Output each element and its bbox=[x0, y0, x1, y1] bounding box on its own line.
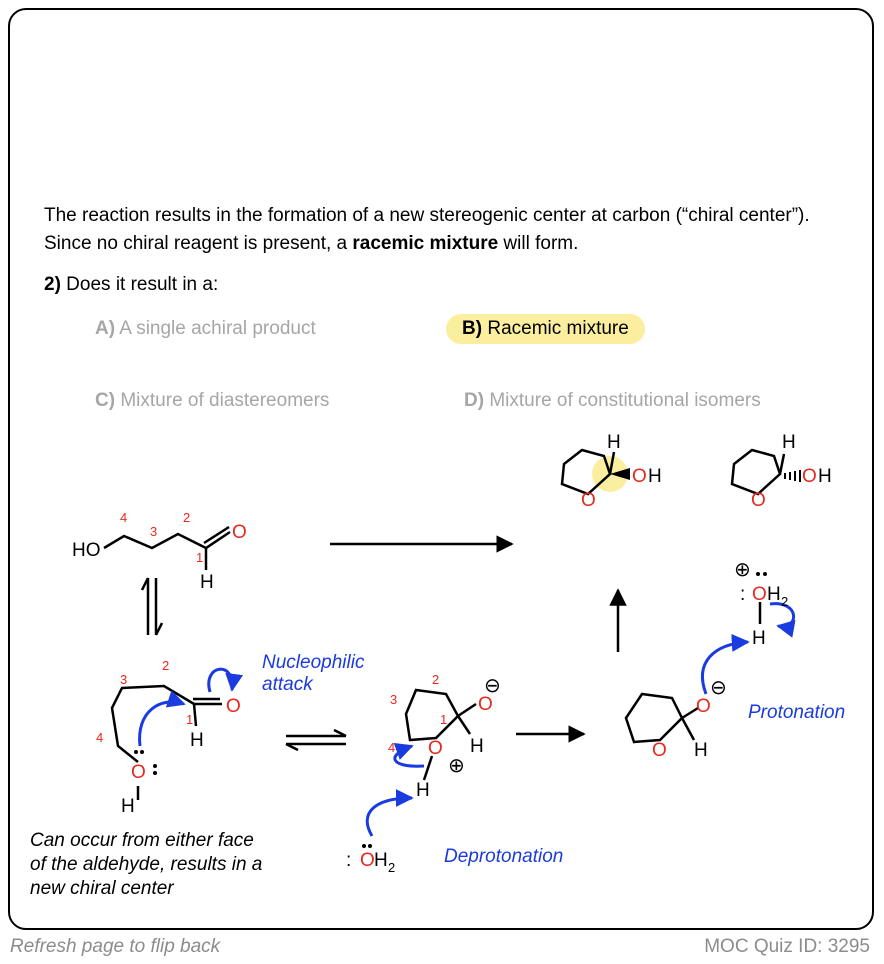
carbon-number-3: 3 bbox=[150, 524, 157, 539]
carbonyl-electron-arrow bbox=[207, 667, 244, 693]
product-s-h: H bbox=[818, 466, 832, 487]
intermediate-carbon-3: 3 bbox=[390, 692, 397, 707]
hydronium-proton: H bbox=[752, 628, 766, 649]
oxonium-hydrogen: H bbox=[416, 780, 430, 801]
positive-charge-2: ⊕ bbox=[734, 559, 751, 581]
product-r-h: H bbox=[648, 466, 662, 487]
nucleophilic-label: Nucleophilic bbox=[262, 652, 365, 673]
product-s-hydrogen: H bbox=[782, 432, 796, 453]
quiz-id: MOC Quiz ID: 3295 bbox=[704, 936, 870, 957]
option-d[interactable]: D) Mixture of constitutional isomers bbox=[464, 390, 761, 411]
conformer-carbonyl-oxygen: O bbox=[226, 696, 241, 717]
conformer-carbon-2: 2 bbox=[162, 658, 169, 673]
deprotonation-label: Deprotonation bbox=[444, 846, 563, 867]
hydronium-h: H bbox=[767, 584, 781, 605]
nucleophilic-attack-arrow bbox=[138, 690, 186, 747]
oxonium-oxygen: O bbox=[428, 738, 443, 759]
water-oxygen: O bbox=[360, 850, 375, 871]
alkoxide-2-oxygen: O bbox=[696, 696, 711, 717]
refresh-hint: Refresh page to flip back bbox=[10, 936, 221, 957]
note-line-3: new chiral center bbox=[30, 878, 174, 899]
intermediate-carbon-2: 2 bbox=[432, 672, 439, 687]
oxonium-intermediate bbox=[404, 688, 477, 781]
positive-charge-1: ⊕ bbox=[448, 755, 465, 777]
hydronium-oxygen: O bbox=[752, 584, 767, 605]
carbon-number-2: 2 bbox=[183, 510, 190, 525]
equilibrium-arrow-horizontal bbox=[285, 728, 347, 752]
intermediate-carbon-1: 1 bbox=[440, 712, 447, 727]
product-s-ring-oxygen: O bbox=[751, 490, 766, 511]
open-chain-conformer bbox=[110, 684, 222, 800]
conformer-aldehyde-hydrogen: H bbox=[190, 730, 204, 751]
conformer-carbon-3: 3 bbox=[120, 672, 127, 687]
water-attack-arrow bbox=[365, 789, 414, 837]
conformer-hydroxyl-hydrogen: H bbox=[121, 796, 135, 817]
product-s-enantiomer bbox=[730, 448, 801, 496]
oxonium-deprotonation-arrow bbox=[393, 742, 425, 768]
conformer-carbon-4: 4 bbox=[96, 730, 103, 745]
carbon-number-1: 1 bbox=[196, 550, 203, 565]
hydronium bbox=[758, 602, 796, 638]
option-b-correct[interactable]: B) Racemic mixture bbox=[446, 314, 645, 344]
protonation-arrow bbox=[701, 633, 750, 695]
aldehyde-hydrogen: H bbox=[200, 572, 214, 593]
hydronium-lone-pair-dots: : bbox=[740, 584, 745, 605]
alkoxide-2-ring-oxygen: O bbox=[652, 740, 667, 761]
water-subscript: 2 bbox=[388, 860, 395, 875]
hydronium-bond-arrow bbox=[769, 602, 796, 638]
negative-charge-2: ⊖ bbox=[710, 677, 727, 699]
water-lone-pair-dots: : bbox=[346, 850, 351, 871]
product-r-oxygen: O bbox=[632, 466, 647, 487]
product-r-enantiomer bbox=[560, 448, 630, 496]
option-c[interactable]: C) Mixture of diastereomers bbox=[95, 390, 330, 411]
carbonyl-oxygen: O bbox=[232, 522, 247, 543]
hydronium-top-lone-pair bbox=[756, 572, 767, 576]
product-r-hydrogen: H bbox=[607, 432, 621, 453]
alkoxide-intermediate bbox=[624, 692, 699, 744]
note-line-1: Can occur from either face bbox=[30, 830, 254, 851]
intermediate-carbon-4: 4 bbox=[388, 740, 395, 755]
attack-label: attack bbox=[262, 674, 314, 695]
note-line-2: of the aldehyde, results in a bbox=[30, 854, 262, 875]
hydroxyl-label: HO bbox=[72, 540, 101, 561]
water-hydrogen: H bbox=[374, 850, 388, 871]
hemiacetal-hydrogen: H bbox=[470, 736, 484, 757]
conformer-hydroxyl-oxygen: O bbox=[131, 762, 146, 783]
question-text: 2) Does it result in a: bbox=[44, 274, 219, 295]
quiz-card bbox=[8, 8, 874, 930]
conformer-lone-pairs bbox=[134, 750, 157, 775]
protonation-label: Protonation bbox=[748, 702, 845, 723]
option-a[interactable]: A) A single achiral product bbox=[95, 318, 316, 339]
conformer-carbon-1: 1 bbox=[186, 712, 193, 727]
hydronium-subscript: 2 bbox=[781, 594, 788, 609]
starting-material bbox=[103, 525, 231, 570]
alkoxide-oxygen: O bbox=[478, 694, 493, 715]
equilibrium-arrow-vertical bbox=[140, 577, 164, 636]
explanation-text: The reaction results in the formation of… bbox=[44, 205, 810, 254]
product-r-ring-oxygen: O bbox=[581, 490, 596, 511]
alkoxide-2-hydrogen: H bbox=[694, 740, 708, 761]
carbon-number-4: 4 bbox=[120, 510, 127, 525]
water-top-lone-pair bbox=[362, 844, 372, 848]
negative-charge-1: ⊖ bbox=[484, 675, 501, 697]
product-s-oxygen: O bbox=[802, 466, 817, 487]
